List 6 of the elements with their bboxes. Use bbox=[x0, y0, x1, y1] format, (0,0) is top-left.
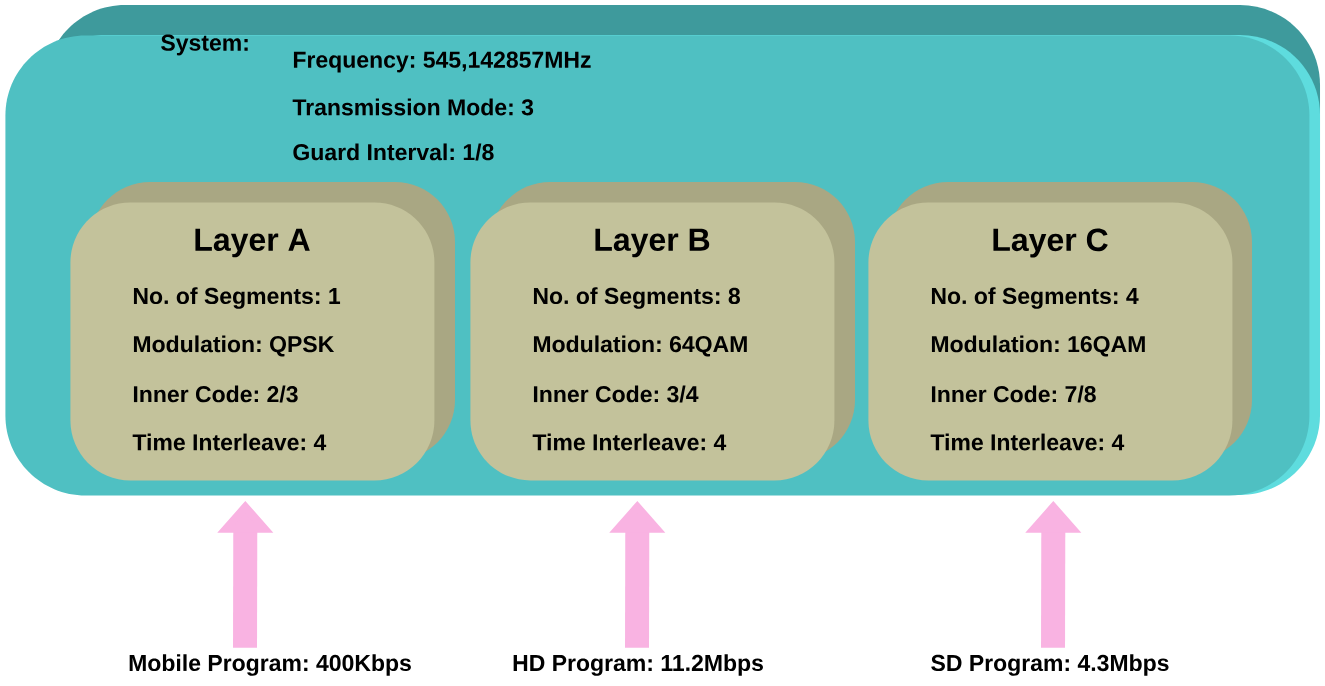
layer-box: Layer B No. of Segments: 8 Modulation: 64QAM Inner Code: 3/4 Time Interleave: 4 bbox=[470, 182, 855, 481]
layer-box: Layer A No. of Segments: 1 Modulation: QPSK Inner Code: 2/3 Time Interleave: 4 bbox=[70, 182, 455, 481]
program-label: SD Program: 4.3Mbps bbox=[931, 654, 1169, 676]
layer-box: Layer C No. of Segments: 4 Modulation: 16QAM Inner Code: 7/8 Time Interleave: 4 bbox=[868, 182, 1252, 481]
program-label: Mobile Program: 400Kbps bbox=[129, 654, 411, 676]
program-label: HD Program: 11.2Mbps bbox=[513, 654, 763, 676]
